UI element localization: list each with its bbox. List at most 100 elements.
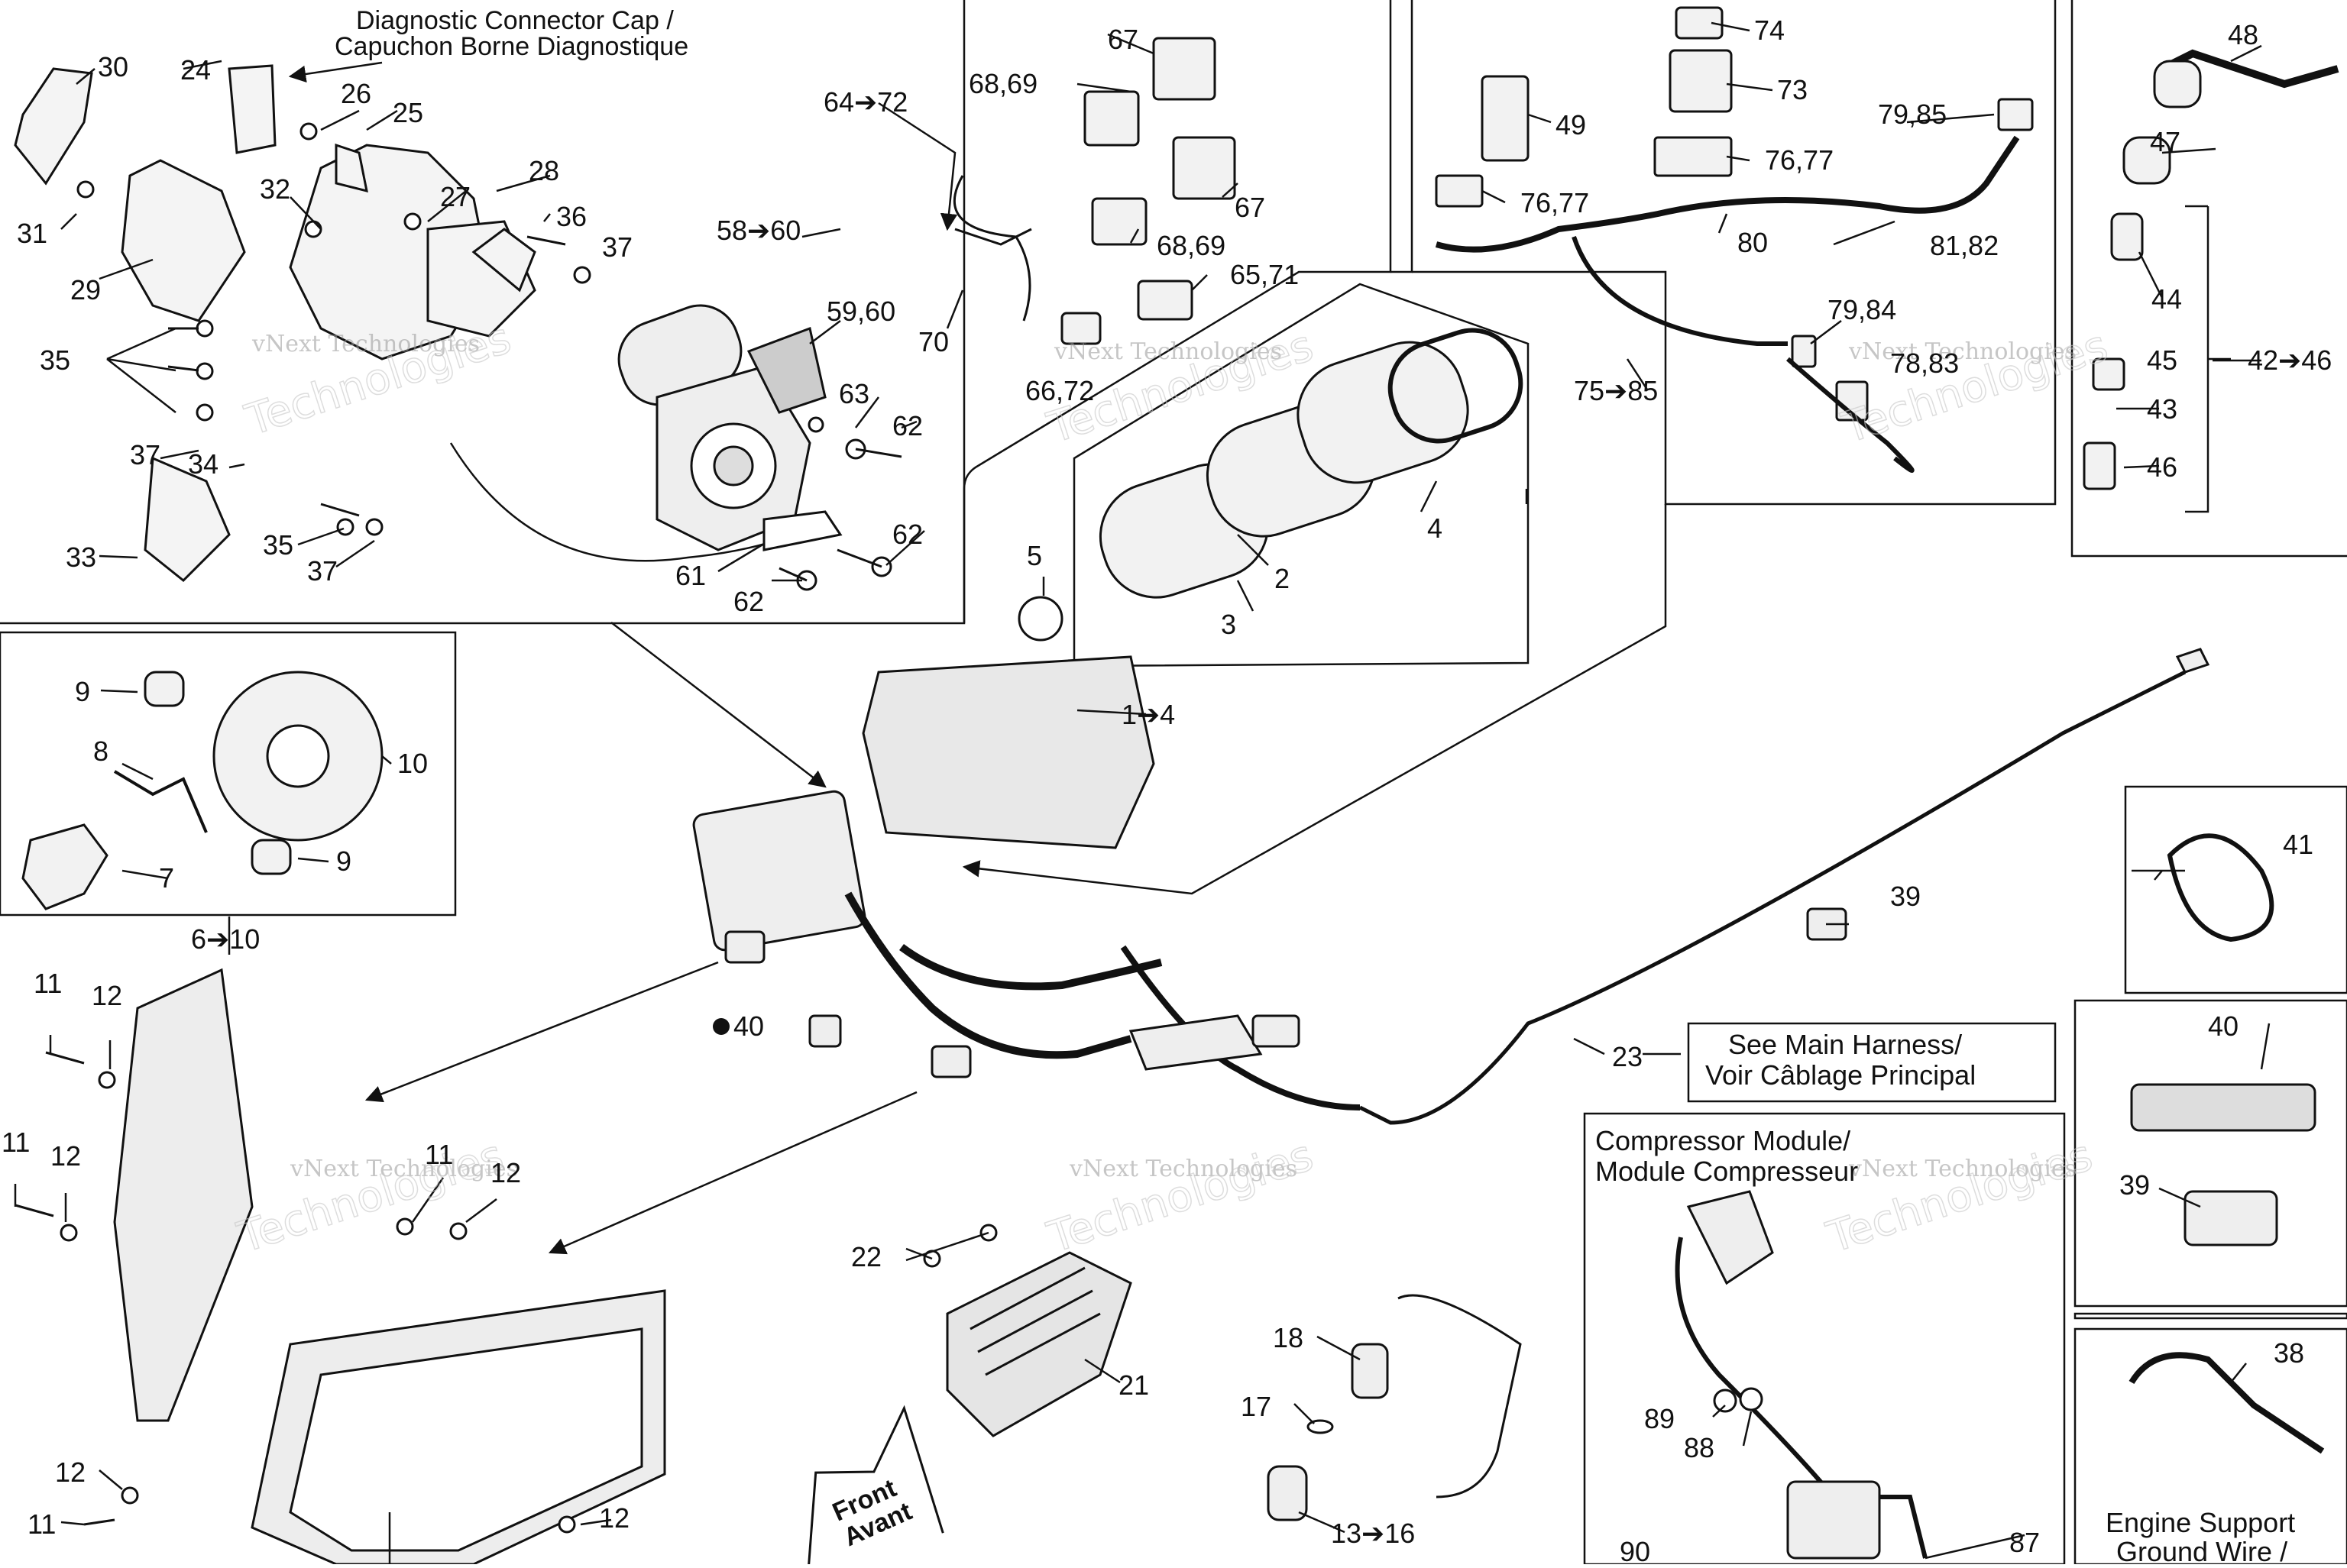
main-harness-note-line2: Voir Câblage Principal xyxy=(1705,1059,1976,1091)
callout: 8 xyxy=(93,736,108,767)
callout: 61 xyxy=(675,560,706,591)
main-harness-note-line1: See Main Harness/ xyxy=(1728,1029,1962,1060)
callout: 62 xyxy=(892,410,923,441)
plug-wire-parts xyxy=(2083,49,2339,490)
callout: 62 xyxy=(733,586,764,617)
motor-fasteners xyxy=(779,416,902,591)
callout: 12 xyxy=(599,1502,630,1534)
switch-harness xyxy=(1435,135,2020,253)
callout: 67 xyxy=(1108,24,1138,55)
callout: 21 xyxy=(1118,1369,1149,1401)
callout: 26 xyxy=(341,78,371,109)
callout: 49 xyxy=(1555,109,1586,141)
callout: 11 xyxy=(425,1139,453,1170)
callout: 41 xyxy=(2283,829,2313,860)
callout: 65,71 xyxy=(1230,259,1299,290)
callout: 4 xyxy=(1427,512,1442,544)
dess-post xyxy=(1267,1294,1522,1521)
callout: 40 xyxy=(733,1010,764,1042)
callout: 73 xyxy=(1777,74,1808,105)
callout: 79,85 xyxy=(1878,99,1947,130)
callout: 39 xyxy=(2119,1169,2150,1201)
callout: 75➔85 xyxy=(1574,375,1658,406)
main-harness-run xyxy=(1358,670,2187,1125)
callout: 12 xyxy=(55,1456,86,1488)
callout: 39 xyxy=(1890,881,1921,912)
callout: 38 xyxy=(2274,1337,2304,1369)
watermark-text: vNext Technologies xyxy=(290,1156,518,1182)
callout: 48 xyxy=(2228,19,2258,50)
callout: 3 xyxy=(1221,609,1236,640)
watermarks: vNext Technologies Technologies vNext Te… xyxy=(231,313,2115,1264)
front-sign: Front Avant xyxy=(806,1405,944,1568)
callout: 79,84 xyxy=(1827,294,1896,325)
callout: 74 xyxy=(1754,15,1785,46)
callout: 12 xyxy=(490,1157,521,1188)
callout: 11 xyxy=(2,1127,30,1158)
watermark-text: vNext Technologies xyxy=(1848,338,2077,365)
headlight-bulb-parts xyxy=(21,671,384,910)
headlight-housings xyxy=(113,968,666,1566)
callout: 17 xyxy=(1241,1391,1271,1422)
central-harness xyxy=(692,790,1361,1111)
callout: 9 xyxy=(336,845,351,877)
part-24-cap xyxy=(228,64,277,154)
callout: 33 xyxy=(66,542,96,573)
callout: 70 xyxy=(918,326,949,357)
callout: 35 xyxy=(40,344,70,376)
callout: 23 xyxy=(1612,1041,1643,1072)
callout: 29 xyxy=(70,274,101,306)
callout: 34 xyxy=(188,448,219,480)
callout: 25 xyxy=(393,97,423,128)
compressor-box-title-line1: Compressor Module/ xyxy=(1595,1125,1850,1156)
callout: 87 xyxy=(2009,1527,2040,1558)
relay-wire xyxy=(953,175,1031,322)
callout: 10 xyxy=(397,748,428,779)
callout: 43 xyxy=(2147,393,2177,425)
callout: 47 xyxy=(2150,126,2180,157)
part-33-connector xyxy=(144,456,231,583)
callout: 89 xyxy=(1644,1403,1675,1434)
relay-cluster xyxy=(1060,37,1236,345)
watermark-text: Technologies xyxy=(231,1130,509,1262)
diagnostic-cap-label-line2: Capuchon Borne Diagnostique xyxy=(335,32,688,61)
headlight-fasteners xyxy=(15,1051,576,1534)
callout: 45 xyxy=(2147,344,2177,376)
callout: 67 xyxy=(1235,192,1265,223)
callout: 1➔4 xyxy=(1122,699,1175,730)
callout: 7 xyxy=(159,862,174,894)
callout: 5 xyxy=(1027,540,1042,571)
callout: 36 xyxy=(556,201,587,232)
right-box-parts xyxy=(1675,833,2325,1560)
callout: 68,69 xyxy=(1157,230,1225,261)
callout: 18 xyxy=(1273,1322,1303,1353)
callout: 59,60 xyxy=(827,296,895,327)
callout: 78,83 xyxy=(1890,348,1959,379)
sealant-drop-icon xyxy=(713,1018,730,1035)
regulator-21 xyxy=(923,1224,1132,1437)
watermark-text: Technologies xyxy=(1821,1130,2098,1262)
callout: 30 xyxy=(98,51,128,82)
watermark-text: vNext Technologies xyxy=(1848,1156,2077,1182)
callout: 68,69 xyxy=(969,68,1038,99)
watermark-text: vNext Technologies xyxy=(251,331,480,357)
callout: 13➔16 xyxy=(1331,1518,1415,1549)
fasteners-top-left xyxy=(76,122,591,536)
callout: 44 xyxy=(2151,283,2182,315)
callout: 37 xyxy=(307,555,338,587)
watermark-text: Technologies xyxy=(1041,1130,1319,1262)
motor-assembly xyxy=(617,304,843,551)
engine-ground-label-line2: Ground Wire / xyxy=(2116,1536,2287,1564)
callout: 6➔10 xyxy=(191,923,260,955)
callout: 9 xyxy=(75,676,90,707)
callout: 66,72 xyxy=(1025,375,1094,406)
callout: 90 xyxy=(1620,1536,1650,1564)
callout: 76,77 xyxy=(1520,187,1589,218)
callout: 11 xyxy=(34,968,62,999)
callout: 22 xyxy=(851,1241,882,1272)
diagnostic-cap-label-line1: Diagnostic Connector Cap / xyxy=(356,6,674,35)
callout: 81,82 xyxy=(1930,230,1999,261)
switch-cluster xyxy=(1435,6,2034,422)
leader-lines xyxy=(14,21,2271,1564)
